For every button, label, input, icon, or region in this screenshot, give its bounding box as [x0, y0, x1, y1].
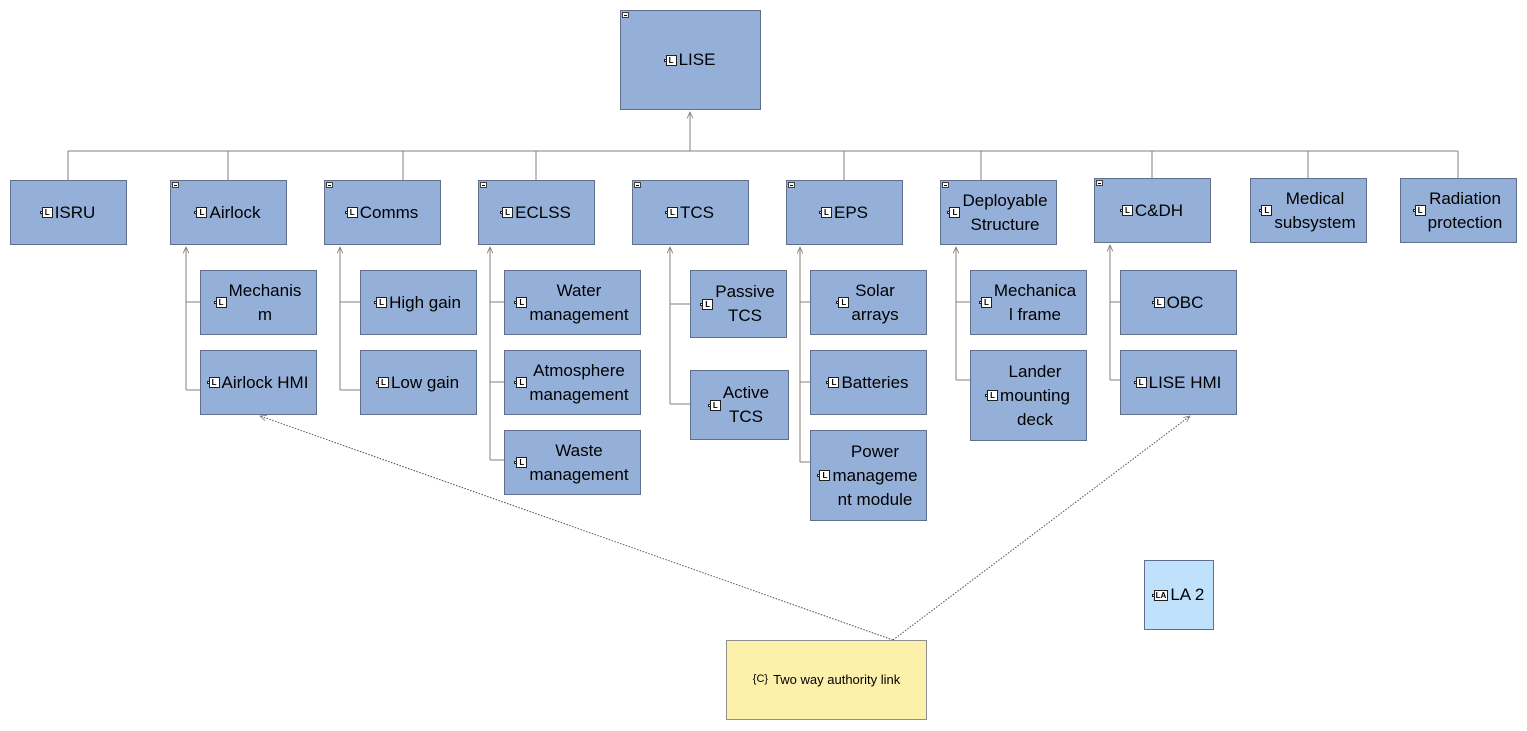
component-label: LISE — [678, 50, 716, 69]
logical-component-icon: L — [947, 207, 961, 218]
collapse-toggle[interactable] — [942, 182, 949, 188]
component-label: ECLSS — [515, 202, 571, 222]
logical-component-icon: L — [1412, 205, 1426, 216]
component-label: Water management — [529, 280, 629, 324]
component-label: Comms — [359, 202, 419, 222]
collapse-toggle[interactable] — [1096, 180, 1103, 186]
component-label: C&DH — [1134, 200, 1184, 220]
logical-component-icon: L — [344, 207, 358, 218]
logical-component-icon: L — [817, 470, 831, 481]
logical-component-icon: L — [39, 207, 53, 218]
logical-component-icon: L — [1133, 377, 1147, 388]
logical-component-icon: L — [213, 297, 227, 308]
component-label: LISE HMI — [1148, 372, 1222, 392]
collapse-toggle[interactable] — [622, 12, 629, 18]
note-label: Two way authority link — [773, 672, 901, 687]
authority-link-lise-hmi[interactable] — [892, 416, 1190, 641]
component-label: Airlock HMI — [221, 372, 309, 392]
logical-component-icon: L — [514, 377, 528, 388]
component-label: Deployable Structure — [962, 190, 1048, 234]
logical-component-icon: L — [836, 297, 850, 308]
logical-component-icon: L — [663, 54, 677, 66]
logical-component-icon: L — [1259, 205, 1273, 216]
component-label: Solar arrays — [851, 280, 899, 324]
logical-actor-icon: LA — [1151, 589, 1169, 601]
logical-component-icon: L — [818, 207, 832, 218]
constraint-icon: {C} — [752, 673, 769, 685]
logical-component-icon: L — [978, 297, 992, 308]
logical-component-icon: L — [1119, 205, 1133, 216]
component-label: Atmosphere management — [529, 360, 629, 404]
logical-component-icon: L — [1151, 297, 1165, 308]
logical-component-icon: L — [206, 377, 220, 388]
component-label: ISRU — [54, 202, 96, 222]
collapse-toggle[interactable] — [634, 182, 641, 188]
component-label: Mechanica l frame — [993, 280, 1077, 324]
component-label: Active TCS — [722, 383, 770, 426]
logical-component-icon: L — [375, 377, 389, 388]
collapse-toggle[interactable] — [172, 182, 179, 188]
component-label: Lander mounting deck — [1000, 361, 1070, 429]
component-label: Low gain — [390, 372, 460, 392]
component-label: OBC — [1166, 292, 1204, 312]
collapse-toggle[interactable] — [326, 182, 333, 188]
component-label: Power manageme nt module — [832, 441, 918, 509]
authority-link-airlock-hmi[interactable] — [260, 416, 894, 641]
component-label: EPS — [833, 202, 869, 222]
collapse-toggle[interactable] — [480, 182, 487, 188]
collapse-toggle[interactable] — [788, 182, 795, 188]
logical-component-icon: L — [826, 377, 840, 388]
logical-component-icon: L — [374, 297, 388, 308]
component-label: Airlock — [209, 202, 261, 222]
logical-component-icon: L — [500, 207, 514, 218]
logical-component-icon: L — [514, 457, 528, 468]
logical-component-icon: L — [700, 298, 714, 310]
component-label: High gain — [389, 292, 461, 312]
component-label: Passive TCS — [715, 282, 775, 325]
component-label: Medical subsystem — [1274, 188, 1356, 232]
logical-component-icon: L — [985, 390, 999, 401]
logical-component-icon: L — [514, 297, 528, 308]
constraint-note[interactable]: {C} Two way authority link — [726, 640, 927, 720]
component-label: TCS — [680, 202, 714, 222]
actor-label: LA 2 — [1170, 585, 1205, 604]
component-label: Waste management — [529, 440, 629, 484]
logical-component-icon: L — [665, 207, 678, 218]
logical-component-icon: L — [194, 207, 208, 218]
logical-component-icon: L — [707, 399, 721, 411]
component-label: Batteries — [841, 372, 909, 392]
component-label: Radiation protection — [1427, 188, 1503, 232]
component-label: Mechanis m — [228, 280, 302, 324]
